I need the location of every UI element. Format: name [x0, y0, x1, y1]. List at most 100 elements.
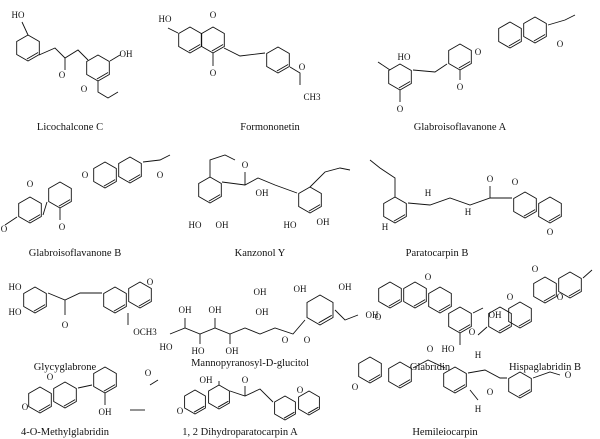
ring [306, 294, 334, 326]
bond [412, 63, 448, 73]
ring [184, 389, 206, 415]
atom-label: HO [9, 307, 22, 317]
ring [103, 286, 127, 314]
atom-label: OH [256, 307, 269, 317]
atom-label: OH [366, 310, 379, 320]
atom-label: O [457, 82, 464, 92]
atom-label: OCH3 [133, 327, 157, 337]
ring [48, 181, 72, 209]
atom-label: O [22, 402, 29, 412]
atom-label: H [382, 222, 389, 232]
atom-label: O [427, 344, 434, 354]
double-bond [368, 374, 381, 382]
bond [77, 384, 93, 389]
ring [23, 286, 47, 314]
ring [178, 26, 202, 54]
double-bond [438, 304, 451, 312]
ring [508, 301, 532, 329]
ring [86, 54, 110, 82]
double-bond [318, 314, 332, 324]
double-bond [543, 294, 556, 302]
bond [21, 21, 29, 36]
bond [469, 389, 479, 401]
ring [448, 43, 472, 71]
double-bond [128, 174, 141, 182]
ring [443, 366, 467, 394]
bond [229, 388, 274, 403]
double-bond [217, 400, 229, 408]
compound-name: Paratocarpin B [406, 248, 469, 259]
compound-name: Glabridin [410, 362, 451, 373]
atom-label: OH [200, 375, 213, 385]
bond [547, 14, 576, 26]
double-bond [398, 379, 411, 387]
bond [209, 154, 236, 177]
double-bond [413, 299, 426, 307]
atom-label: OH [254, 287, 267, 297]
ring [274, 395, 296, 421]
bond [38, 47, 89, 61]
atom-label: OH [209, 305, 222, 315]
compound-name: Hemileiocarpin [412, 427, 478, 438]
atom-label: HO [284, 220, 297, 230]
atom-label: O [59, 70, 66, 80]
atom-label: O [282, 335, 289, 345]
atom-label: O [59, 222, 66, 232]
double-bond [458, 324, 471, 332]
atom-label: O [242, 375, 249, 385]
atom-label: OH [99, 407, 112, 417]
atom-label: O [487, 387, 494, 397]
ring [298, 186, 322, 214]
atom-label: HO [442, 344, 455, 354]
bond [309, 167, 351, 188]
compound-name: Mannopyranosyl-D-glucitol [191, 358, 309, 369]
ring [201, 26, 225, 54]
atom-label: O [62, 320, 69, 330]
atom-label: O [475, 47, 482, 57]
atom-label: O [147, 277, 154, 287]
atom-label: OH [256, 188, 269, 198]
atom-label: O [242, 160, 249, 170]
double-bond [103, 179, 116, 187]
bond [472, 307, 484, 314]
atom-label: OH [179, 305, 192, 315]
atom-label: HO [398, 52, 411, 62]
double-bond [193, 405, 205, 413]
double-bond [523, 209, 536, 217]
bond [142, 154, 171, 163]
double-bond [28, 214, 41, 222]
atom-label: O [210, 68, 217, 78]
ring [383, 196, 407, 224]
bond [42, 201, 48, 216]
double-bond [393, 214, 406, 222]
ring [538, 196, 562, 224]
atom-label: O [157, 170, 164, 180]
ring [498, 21, 522, 49]
compound-name: Hispaglabridin B [509, 362, 581, 373]
ring [378, 281, 402, 309]
atom-label: OH [216, 220, 229, 230]
bond [47, 292, 102, 301]
ring [298, 390, 320, 416]
atom-label: O [47, 372, 54, 382]
ring [128, 281, 152, 309]
ring [388, 361, 412, 389]
atom-label: O [375, 312, 382, 322]
atom-label: O [27, 179, 34, 189]
double-bond [518, 389, 531, 397]
bond [97, 81, 119, 99]
atom-label: O [507, 292, 514, 302]
compound-name: 1, 2 Dihydroparatocarpin A [182, 427, 298, 438]
double-bond [208, 194, 221, 202]
double-bond [276, 64, 289, 72]
double-bond [548, 214, 561, 222]
bond [412, 359, 446, 369]
ring [93, 366, 117, 394]
bond [221, 177, 298, 194]
atom-label: O [487, 174, 494, 184]
double-bond [533, 34, 546, 42]
bond [149, 379, 159, 386]
double-bond [58, 199, 71, 207]
